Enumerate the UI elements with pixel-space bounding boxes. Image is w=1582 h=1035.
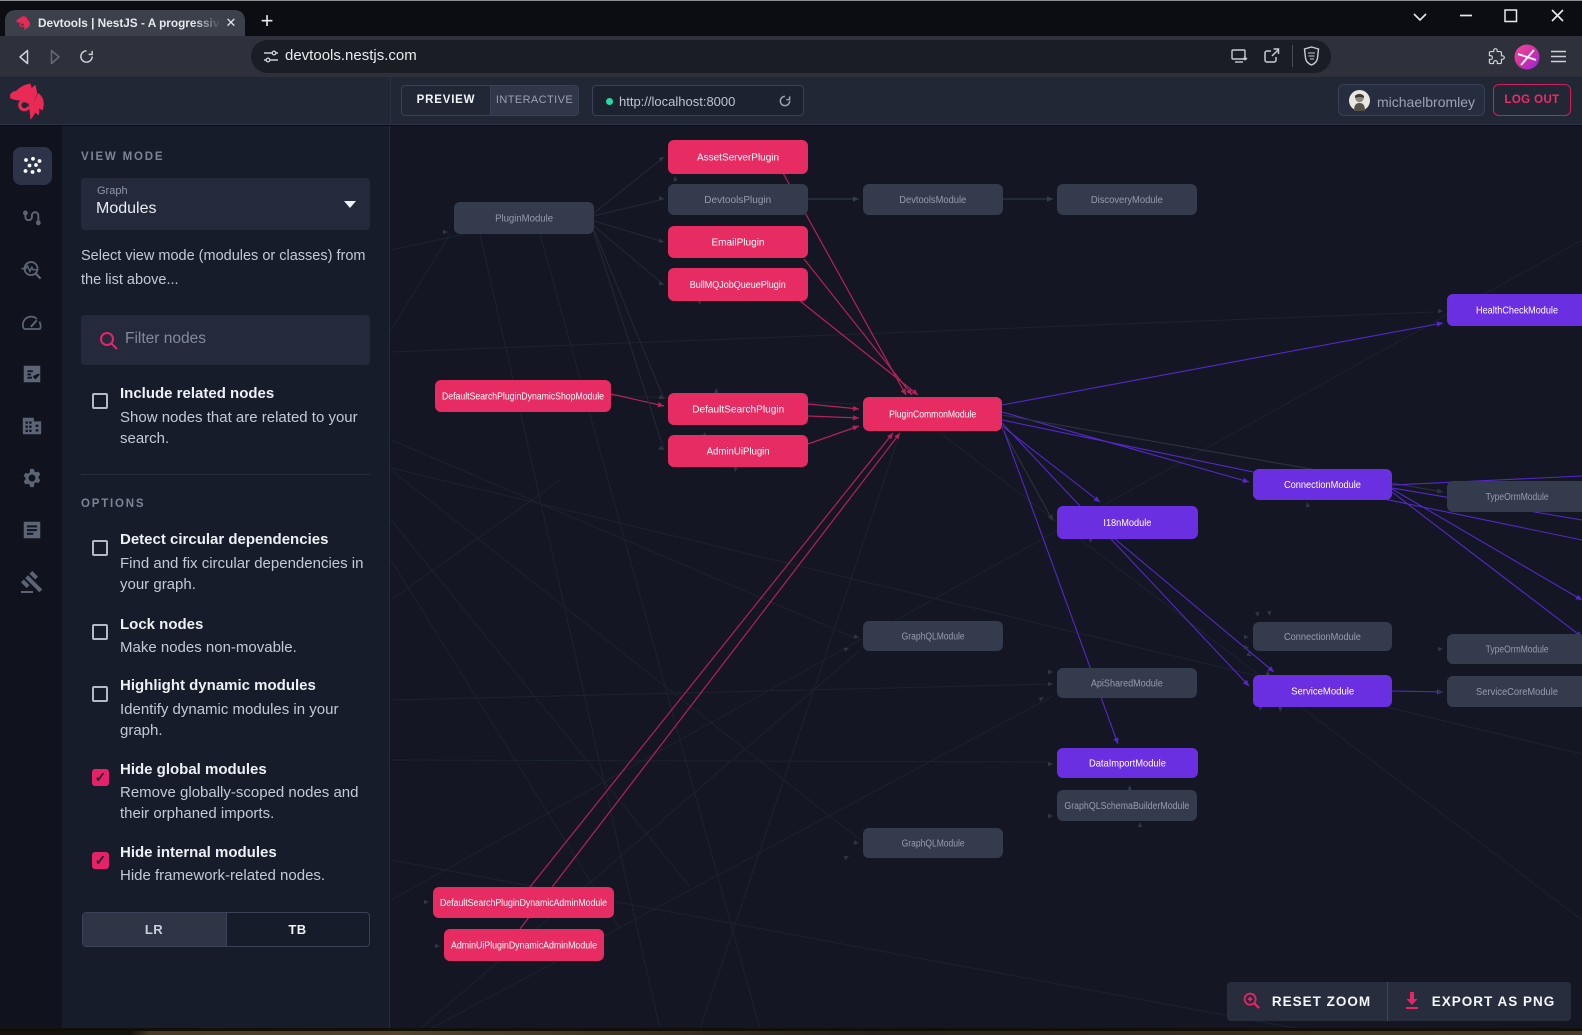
svg-text:DiscoveryModule: DiscoveryModule [1091, 195, 1163, 206]
svg-text:EmailPlugin: EmailPlugin [711, 238, 764, 249]
svg-text:TypeOrmModule: TypeOrmModule [1486, 492, 1549, 503]
svg-text:GraphQLModule: GraphQLModule [902, 839, 965, 850]
svg-text:I18nModule: I18nModule [1103, 518, 1151, 529]
svg-text:DefaultSearchPluginDynamicAdmi: DefaultSearchPluginDynamicAdminModule [440, 898, 607, 909]
svg-text:ConnectionModule: ConnectionModule [1284, 480, 1361, 491]
svg-text:TypeOrmModule: TypeOrmModule [1486, 645, 1549, 656]
svg-text:ServiceModule: ServiceModule [1291, 687, 1354, 698]
svg-text:ConnectionModule: ConnectionModule [1284, 632, 1361, 643]
svg-text:DataImportModule: DataImportModule [1089, 759, 1166, 770]
svg-text:AdminUiPlugin: AdminUiPlugin [707, 447, 770, 458]
svg-text:AssetServerPlugin: AssetServerPlugin [697, 153, 779, 164]
svg-text:PluginCommonModule: PluginCommonModule [889, 410, 976, 421]
svg-text:GraphQLSchemaBuilderModule: GraphQLSchemaBuilderModule [1064, 801, 1189, 812]
svg-text:DefaultSearchPluginDynamicShop: DefaultSearchPluginDynamicShopModule [442, 392, 604, 403]
svg-text:DevtoolsModule: DevtoolsModule [899, 195, 966, 206]
svg-text:ServiceCoreModule: ServiceCoreModule [1476, 687, 1558, 698]
svg-text:DevtoolsPlugin: DevtoolsPlugin [704, 195, 771, 206]
svg-text:BullMQJobQueuePlugin: BullMQJobQueuePlugin [690, 280, 786, 291]
svg-text:AdminUiPluginDynamicAdminModul: AdminUiPluginDynamicAdminModule [451, 941, 597, 952]
svg-text:ApiSharedModule: ApiSharedModule [1091, 679, 1163, 690]
svg-text:GraphQLModule: GraphQLModule [902, 632, 965, 643]
svg-text:DefaultSearchPlugin: DefaultSearchPlugin [692, 405, 784, 416]
svg-text:PluginModule: PluginModule [495, 214, 553, 225]
svg-text:HealthCheckModule: HealthCheckModule [1476, 306, 1558, 317]
